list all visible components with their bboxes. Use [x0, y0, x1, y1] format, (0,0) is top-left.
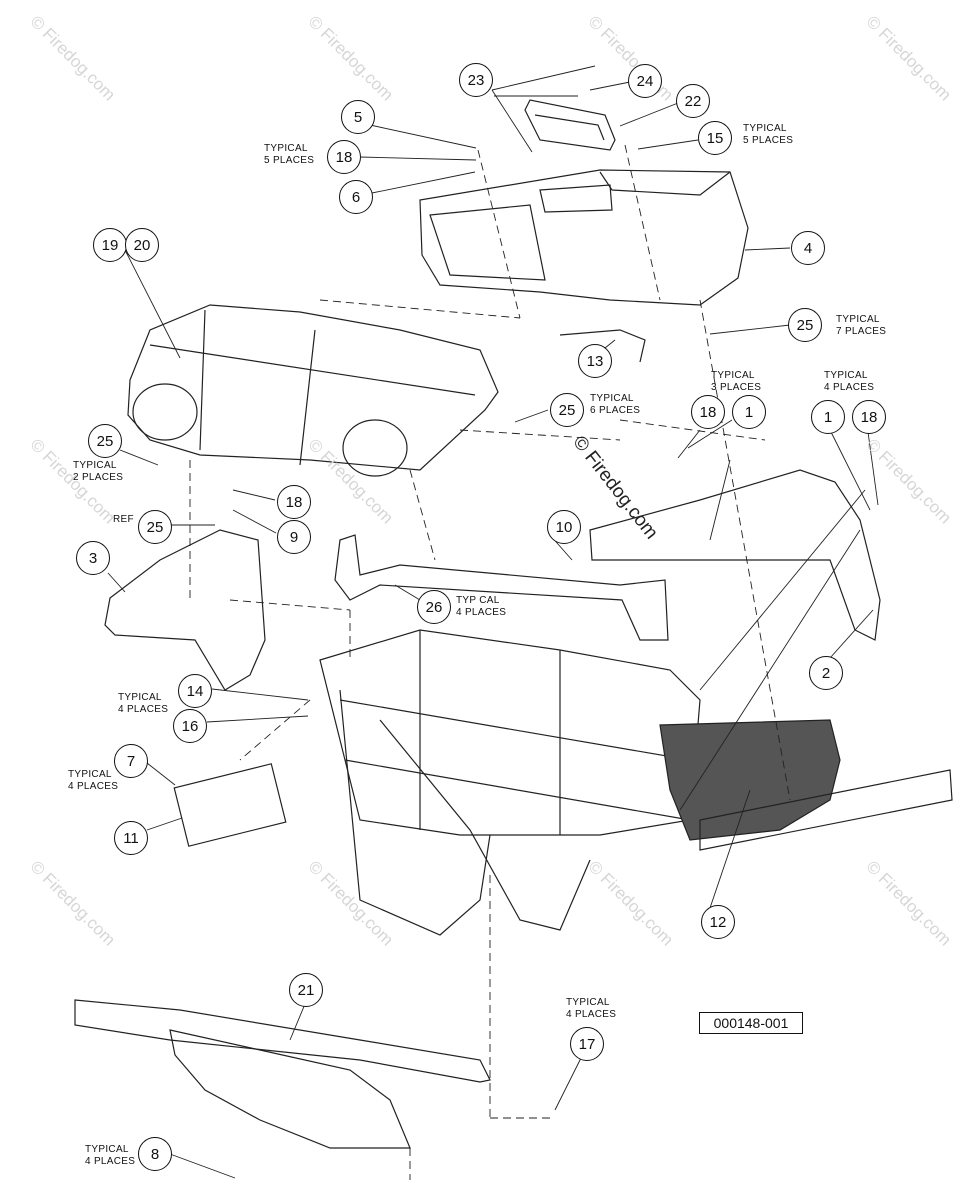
callout-25[interactable]: 25	[788, 308, 822, 342]
grille-plate	[173, 763, 287, 847]
callout-16[interactable]: 16	[173, 709, 207, 743]
right-fender	[589, 469, 881, 641]
callout-5[interactable]: 5	[341, 100, 375, 134]
callout-12[interactable]: 12	[701, 905, 735, 939]
callout-14[interactable]: 14	[178, 674, 212, 708]
callout-18[interactable]: 18	[327, 140, 361, 174]
callout-24[interactable]: 24	[628, 64, 662, 98]
callout-20[interactable]: 20	[125, 228, 159, 262]
floor-mat	[659, 719, 841, 841]
callout-3[interactable]: 3	[76, 541, 110, 575]
callout-25[interactable]: 25	[138, 510, 172, 544]
callout-25[interactable]: 25	[88, 424, 122, 458]
frame	[319, 629, 701, 836]
callout-23[interactable]: 23	[459, 63, 493, 97]
callout-10[interactable]: 10	[547, 510, 581, 544]
callout-4[interactable]: 4	[791, 231, 825, 265]
callout-17[interactable]: 17	[570, 1027, 604, 1061]
callout-21[interactable]: 21	[289, 973, 323, 1007]
callout-13[interactable]: 13	[578, 344, 612, 378]
front-cowl	[127, 304, 499, 471]
callout-1[interactable]: 1	[811, 400, 845, 434]
front-bumper	[74, 999, 491, 1083]
callout-9[interactable]: 9	[277, 520, 311, 554]
callout-22[interactable]: 22	[676, 84, 710, 118]
callout-1[interactable]: 1	[732, 395, 766, 429]
callout-18[interactable]: 18	[691, 395, 725, 429]
callout-15[interactable]: 15	[698, 121, 732, 155]
callout-25[interactable]: 25	[550, 393, 584, 427]
callout-8[interactable]: 8	[138, 1137, 172, 1171]
callout-19[interactable]: 19	[93, 228, 127, 262]
callout-11[interactable]: 11	[114, 821, 148, 855]
note-ref: REF	[113, 514, 134, 525]
left-fender	[104, 529, 266, 691]
support-bracket	[559, 329, 646, 363]
handle	[524, 99, 616, 151]
callout-7[interactable]: 7	[114, 744, 148, 778]
drawing-part-number: 000148-001	[699, 1012, 803, 1034]
callout-6[interactable]: 6	[339, 180, 373, 214]
callout-2[interactable]: 2	[809, 656, 843, 690]
rear-cover-panel	[419, 169, 749, 306]
cross-brace	[334, 534, 669, 641]
callout-26[interactable]: 26	[417, 590, 451, 624]
callout-18[interactable]: 18	[852, 400, 886, 434]
callout-18[interactable]: 18	[277, 485, 311, 519]
